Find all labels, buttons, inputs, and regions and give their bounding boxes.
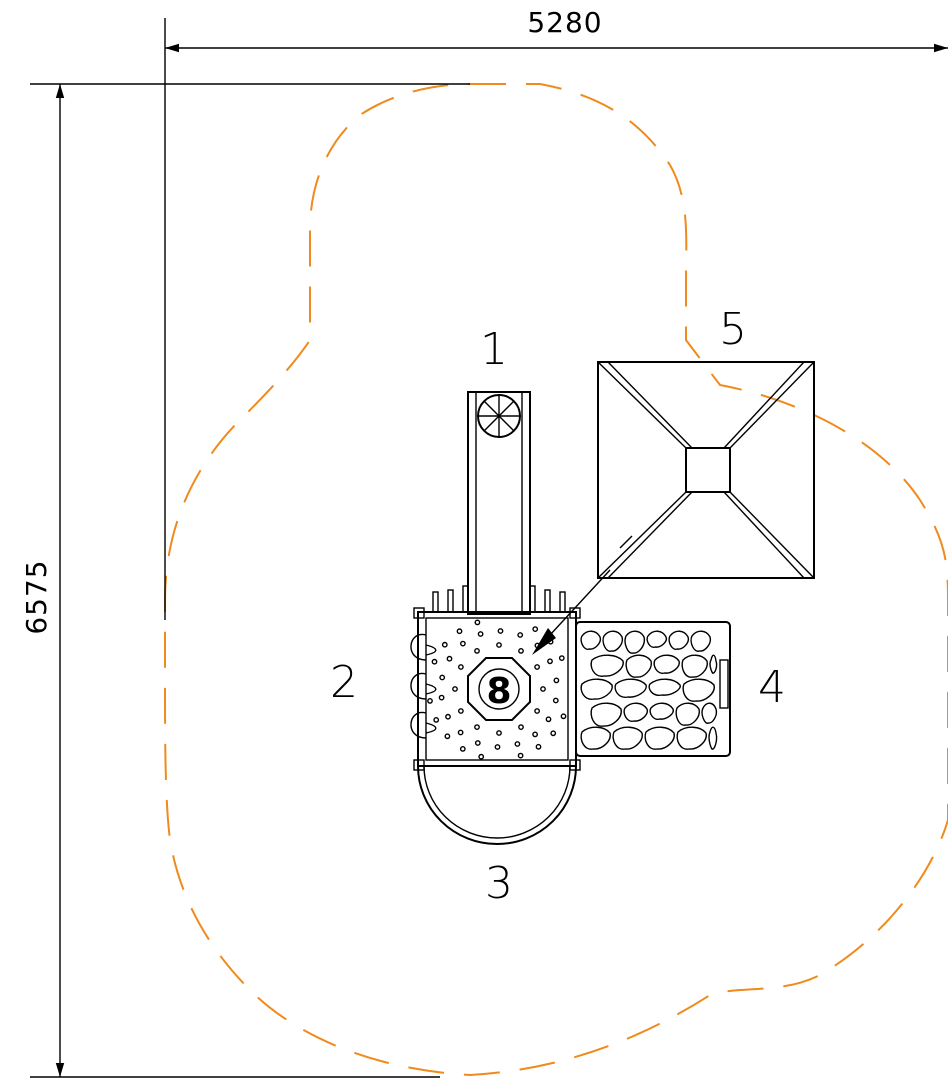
platform-dot (517, 752, 524, 759)
platform-dot (545, 716, 552, 723)
platform-dot (547, 658, 553, 665)
climbing-rock (646, 630, 668, 648)
platform-dot (427, 698, 433, 704)
platform-dot (441, 641, 448, 648)
climbing-rock (614, 678, 647, 698)
platform-dot (532, 731, 538, 738)
climbing-rock (682, 678, 715, 702)
platform-dot (452, 686, 458, 692)
width-dimension-label: 5280 (527, 6, 602, 39)
platform-dot (534, 708, 540, 714)
climbing-rock (623, 702, 648, 722)
safety-zone-outline (164, 83, 948, 1077)
platform-dot (518, 724, 524, 730)
width-dimension: 5280 (164, 6, 948, 620)
platform-dot (560, 713, 567, 720)
climbing-rock (649, 702, 674, 720)
platform: 8 (410, 607, 581, 771)
climbing-rock (648, 678, 681, 696)
roof-leader-arrow (532, 569, 611, 655)
platform-dot (474, 648, 480, 654)
height-dimension-label: 6575 (20, 559, 53, 634)
platform-dot (457, 708, 464, 714)
climbing-wall-rocks (580, 630, 718, 750)
component-label-3: 3 (485, 858, 513, 909)
climbing-rock (624, 630, 646, 654)
platform-dot (558, 655, 565, 661)
climbing-rock (644, 726, 675, 750)
platform-dot (553, 677, 560, 684)
platform-dot (439, 674, 446, 681)
platform-dot (444, 733, 451, 740)
component-label-4: 4 (758, 662, 786, 713)
climbing-rock (590, 654, 624, 677)
platform-dot (514, 741, 521, 747)
slide (432, 391, 566, 615)
platform-dot (446, 655, 453, 662)
climbing-rock (625, 654, 652, 678)
platform-dot (456, 628, 463, 635)
platform-dot (477, 631, 484, 637)
climbing-rock (668, 630, 690, 650)
platform-dots (427, 619, 567, 760)
platform-dot (474, 724, 480, 730)
platform-dot (518, 648, 524, 654)
platform-dot (534, 664, 540, 670)
platform-badge: 8 (486, 671, 511, 712)
platform-dot (478, 753, 485, 760)
platform-dot (496, 730, 502, 736)
platform-dot (540, 686, 546, 692)
platform-dot (550, 730, 557, 737)
climbing-rock (709, 654, 718, 674)
climbing-rock (602, 630, 624, 652)
platform-dot (433, 717, 440, 723)
climbing-rock (701, 702, 718, 724)
component-label-1: 1 (480, 324, 508, 375)
climbing-rock (580, 678, 613, 700)
component-label-2: 2 (330, 657, 358, 708)
climbing-rock (580, 630, 602, 650)
semi-circle-bars (417, 765, 577, 845)
platform-dot (431, 658, 438, 665)
platform-dot (474, 740, 481, 746)
platform-dot (438, 694, 445, 701)
platform-dot (535, 743, 542, 750)
climbing-rock (612, 726, 643, 750)
platform-dot (459, 746, 466, 752)
platform-dot (532, 626, 539, 632)
platform-dot (445, 713, 451, 720)
component-label-5: 5 (719, 304, 747, 355)
roof (597, 361, 815, 579)
climbing-rock (681, 654, 708, 678)
platform-dot (497, 628, 504, 634)
climbing-rock (708, 726, 718, 750)
climbing-rock (580, 726, 611, 750)
platform-dot (474, 619, 481, 626)
platform-dot (457, 729, 464, 736)
climbing-rock (590, 702, 622, 727)
climbing-wall (575, 621, 731, 757)
climbing-rock (675, 702, 700, 726)
platform-dot (459, 640, 466, 647)
climbing-rock (653, 654, 680, 674)
platform-dot (496, 642, 502, 648)
platform-dot (457, 664, 464, 670)
platform-dot (494, 744, 501, 750)
height-dimension: 6575 (20, 83, 470, 1078)
climbing-rock (690, 630, 712, 652)
platform-dot (517, 632, 524, 638)
platform-dot (552, 697, 559, 704)
climbing-rock (676, 726, 707, 750)
